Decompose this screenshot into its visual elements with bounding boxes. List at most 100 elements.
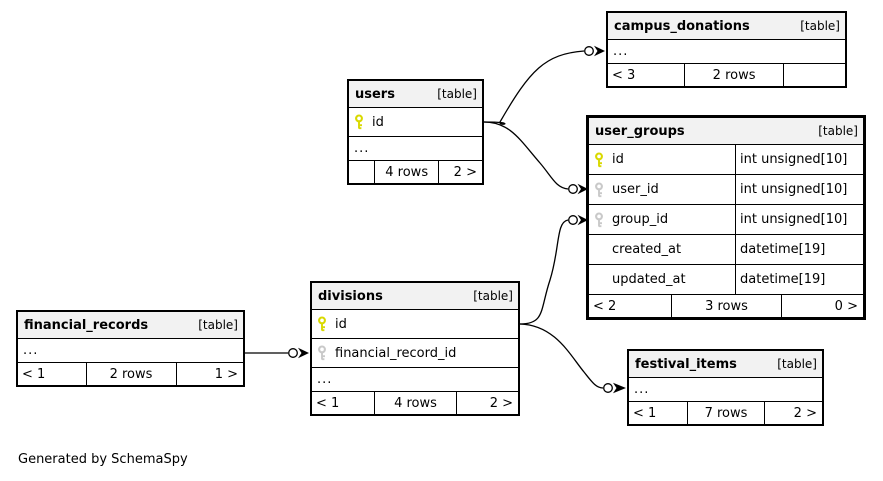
table-name: financial_records [24, 317, 149, 333]
table-header: users [table] [349, 81, 482, 107]
table-footer: < 1 4 rows 2 > [312, 391, 518, 414]
related-count-right [783, 64, 845, 86]
table-name: users [355, 86, 395, 102]
arrowhead-icon [613, 382, 626, 394]
column-type: int unsigned[10] [735, 145, 863, 174]
relationship-line [519, 219, 569, 325]
foreign-key-icon [595, 211, 603, 227]
cardinality-circle [584, 46, 594, 56]
related-count-left: < 3 [612, 67, 636, 83]
column-name: id [612, 152, 624, 167]
related-count-left: < 2 [593, 298, 617, 314]
cardinality-circle [288, 348, 298, 358]
column-row: user_id int unsigned[10] [589, 174, 863, 204]
related-count-right: 2 > [764, 402, 822, 424]
table-header: festival_items [table] [629, 351, 822, 377]
related-count-right: 1 > [175, 363, 244, 385]
collapsed-columns-row: ... [18, 338, 243, 362]
table-header: divisions [table] [312, 283, 518, 309]
relationship-line [483, 121, 569, 190]
table-divisions[interactable]: divisions [table] id financial_record_id [310, 281, 520, 416]
related-count-left: < 1 [633, 405, 657, 421]
related-count-left: < 1 [22, 366, 46, 382]
table-financial_records[interactable]: financial_records [table] ... < 1 2 rows… [16, 310, 245, 387]
column-name: id [335, 316, 347, 332]
arrowhead-icon [577, 214, 588, 226]
column-row: created_at datetime[19] [589, 234, 863, 264]
collapsed-columns-row: ... [349, 136, 482, 160]
table-footer: < 1 7 rows 2 > [629, 401, 822, 424]
foreign-key-icon [595, 181, 603, 197]
primary-key-icon [318, 316, 326, 332]
table-header: campus_donations [table] [608, 13, 845, 39]
table-name: user_groups [595, 123, 685, 139]
column-row: id [312, 309, 518, 338]
column-row: id int unsigned[10] [589, 144, 863, 174]
column-row: group_id int unsigned[10] [589, 204, 863, 234]
table-users[interactable]: users [table] id ... 4 rows 2 > [347, 79, 484, 185]
row-count: 2 rows [683, 64, 784, 86]
table-tag: [table] [818, 124, 858, 138]
row-count: 3 rows [671, 295, 781, 317]
generator-note: Generated by SchemaSpy [18, 452, 188, 467]
table-footer: 4 rows 2 > [349, 160, 482, 183]
relationship-users-user_groups-user_id [483, 121, 588, 195]
column-name: group_id [612, 212, 669, 227]
row-count: 2 rows [85, 363, 176, 385]
column-row: financial_record_id [312, 338, 518, 367]
table-footer: < 1 2 rows 1 > [18, 362, 243, 385]
relationship-financial_records-divisions [245, 347, 309, 359]
table-tag: [table] [473, 289, 513, 303]
related-count-left: < 1 [316, 395, 340, 411]
relationship-users-campus_donations [483, 45, 605, 125]
related-count-right: 2 > [438, 161, 482, 183]
column-type: datetime[19] [735, 265, 863, 294]
arrowhead-icon [594, 45, 605, 57]
arrowhead-icon [577, 183, 588, 195]
primary-key-icon [595, 151, 603, 167]
table-footer: < 2 3 rows 0 > [589, 294, 863, 317]
relationship-line [483, 50, 585, 125]
collapsed-columns-row: ... [629, 377, 822, 401]
collapsed-columns-row: ... [608, 39, 845, 63]
table-header: user_groups [table] [589, 118, 863, 144]
relationship-divisions-user_groups-group_id [519, 214, 588, 325]
foreign-key-icon [318, 345, 326, 361]
row-count: 4 rows [374, 161, 438, 183]
related-count-right: 0 > [780, 295, 863, 317]
table-tag: [table] [437, 87, 477, 101]
column-name: financial_record_id [335, 345, 457, 361]
table-name: festival_items [635, 356, 737, 372]
column-name: user_id [612, 182, 659, 197]
primary-key-icon [355, 114, 363, 130]
row-count: 7 rows [686, 402, 764, 424]
column-name: created_at [612, 242, 682, 257]
relationship-divisions-festival_items [519, 323, 626, 394]
related-count-left [349, 161, 374, 183]
table-campus_donations[interactable]: campus_donations [table] ... < 3 2 rows [606, 11, 847, 88]
table-tag: [table] [198, 318, 238, 332]
table-tag: [table] [800, 19, 840, 33]
table-name: campus_donations [614, 18, 750, 34]
column-type: int unsigned[10] [735, 175, 863, 204]
column-type: int unsigned[10] [735, 205, 863, 234]
table-footer: < 3 2 rows [608, 63, 845, 86]
cardinality-circle [568, 215, 578, 225]
table-name: divisions [318, 288, 383, 304]
collapsed-columns-row: ... [312, 367, 518, 391]
table-header: financial_records [table] [18, 312, 243, 338]
column-type: datetime[19] [735, 235, 863, 264]
column-name: updated_at [612, 272, 686, 287]
arrowhead-icon [298, 347, 309, 359]
column-row: id [349, 107, 482, 136]
relationship-line [519, 323, 604, 389]
table-tag: [table] [777, 357, 817, 371]
table-festival_items[interactable]: festival_items [table] ... < 1 7 rows 2 … [627, 349, 824, 426]
cardinality-circle [603, 383, 613, 393]
column-row: updated_at datetime[19] [589, 264, 863, 294]
related-count-right: 2 > [456, 392, 518, 414]
table-user_groups[interactable]: user_groups [table] id int unsigned[10] … [586, 115, 866, 320]
column-name: id [372, 114, 384, 130]
